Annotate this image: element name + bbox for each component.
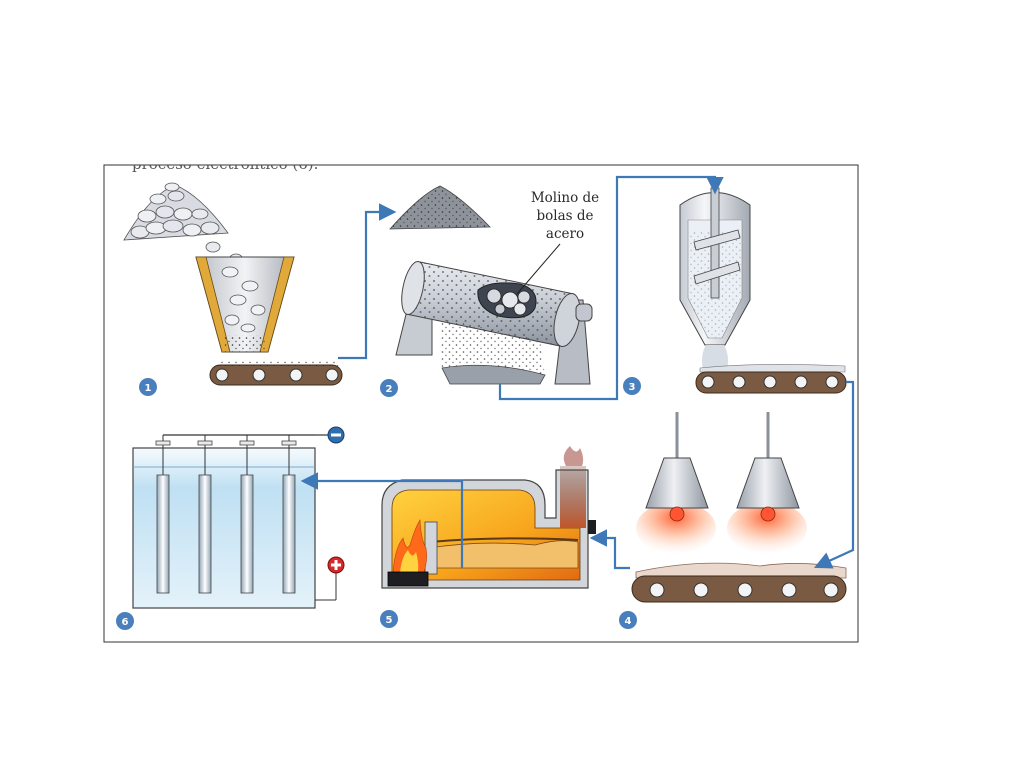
svg-text:3: 3 <box>629 382 636 393</box>
step-6-electrolytic-cell <box>132 426 345 609</box>
step-badge-5 <box>380 610 398 628</box>
step-1-crusher-hopper <box>123 182 343 386</box>
electrode-plates <box>155 435 297 594</box>
burner-flame <box>392 519 427 573</box>
conveyor-belt-1 <box>209 361 343 386</box>
flow-arrow-3-to-4 <box>813 380 855 569</box>
step-badge-6 <box>116 612 134 630</box>
burner <box>387 571 429 587</box>
step-badges: 1 2 3 4 5 6 <box>116 377 641 630</box>
step-badge-4 <box>619 611 637 629</box>
mill-label-line-2: bolas de <box>537 208 594 224</box>
svg-text:5: 5 <box>386 615 393 626</box>
step-2-ball-mill: Molino de bolas de acero <box>389 185 599 385</box>
conveyor-belt-4 <box>631 562 847 603</box>
mill-label-line-3: acero <box>546 226 584 242</box>
svg-text:4: 4 <box>625 616 632 627</box>
clipped-caption-text: proceso electrolítico (6). <box>132 155 318 173</box>
flow-arrow-5-to-6 <box>300 472 464 568</box>
process-flow-arrows <box>300 175 855 570</box>
heat-lamp-right <box>736 457 800 509</box>
heat-lamp-left <box>645 457 709 509</box>
svg-text:1: 1 <box>145 383 152 394</box>
step-badge-1 <box>139 378 157 396</box>
flow-arrow-1-to-2 <box>338 203 397 360</box>
step-3-flotation-tank <box>679 187 847 394</box>
svg-text:6: 6 <box>122 617 129 628</box>
step-badge-2 <box>380 379 398 397</box>
step-4-roasting-conveyor <box>631 412 847 603</box>
svg-text:2: 2 <box>386 384 393 395</box>
flow-arrow-4-to-5 <box>589 529 630 570</box>
mill-label-leader-line <box>516 243 561 295</box>
step-5-smelting-furnace <box>381 446 596 589</box>
mill-label-line-1: Molino de <box>531 190 599 206</box>
ore-pile-rocks <box>123 182 229 241</box>
conveyor-belt-3 <box>695 364 847 394</box>
flow-arrow-2-to-3 <box>498 175 724 401</box>
step-badge-3 <box>623 377 641 395</box>
